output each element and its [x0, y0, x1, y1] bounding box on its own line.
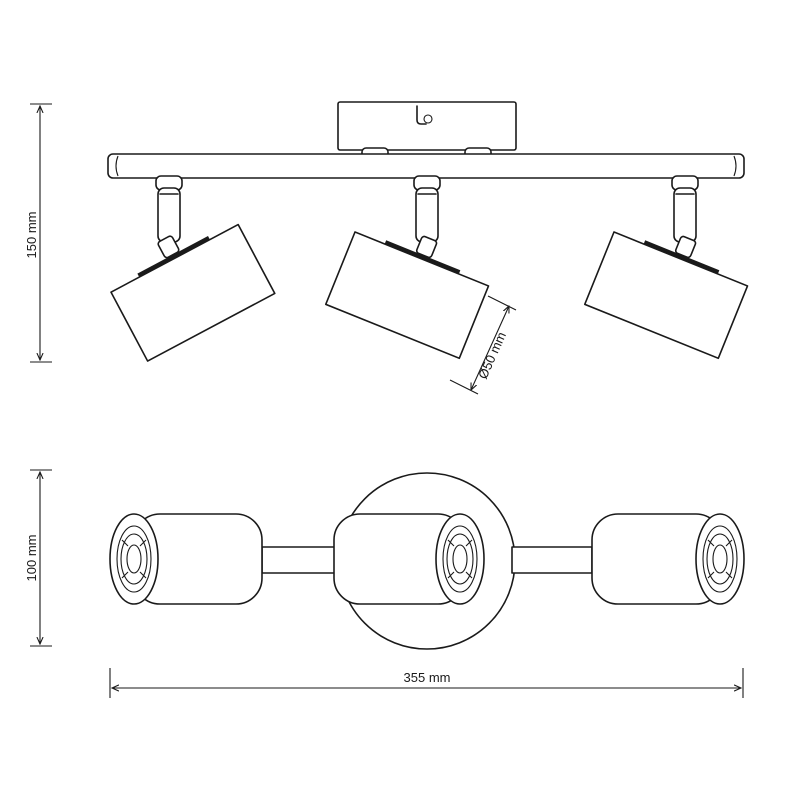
spotlight-right [583, 175, 749, 360]
top-shade-left [109, 513, 263, 605]
top-view [109, 472, 745, 650]
height-top-label: 100 mm [24, 535, 39, 582]
height-dimension-top: 100 mm [24, 469, 52, 647]
width-label: 355 mm [404, 670, 451, 685]
ceiling-canopy [337, 101, 517, 161]
spotlight-center [324, 175, 490, 360]
top-shade-right [591, 513, 745, 605]
spotlight-left [110, 175, 276, 362]
height-side-label: 150 mm [24, 212, 39, 259]
side-view: Ø50 mm [107, 101, 749, 395]
height-dimension-side: 150 mm [24, 103, 52, 363]
shade-diameter-label: Ø50 mm [475, 330, 509, 382]
top-shade-center [333, 513, 485, 605]
width-dimension: 355 mm [109, 668, 744, 698]
mounting-bar [107, 153, 745, 179]
